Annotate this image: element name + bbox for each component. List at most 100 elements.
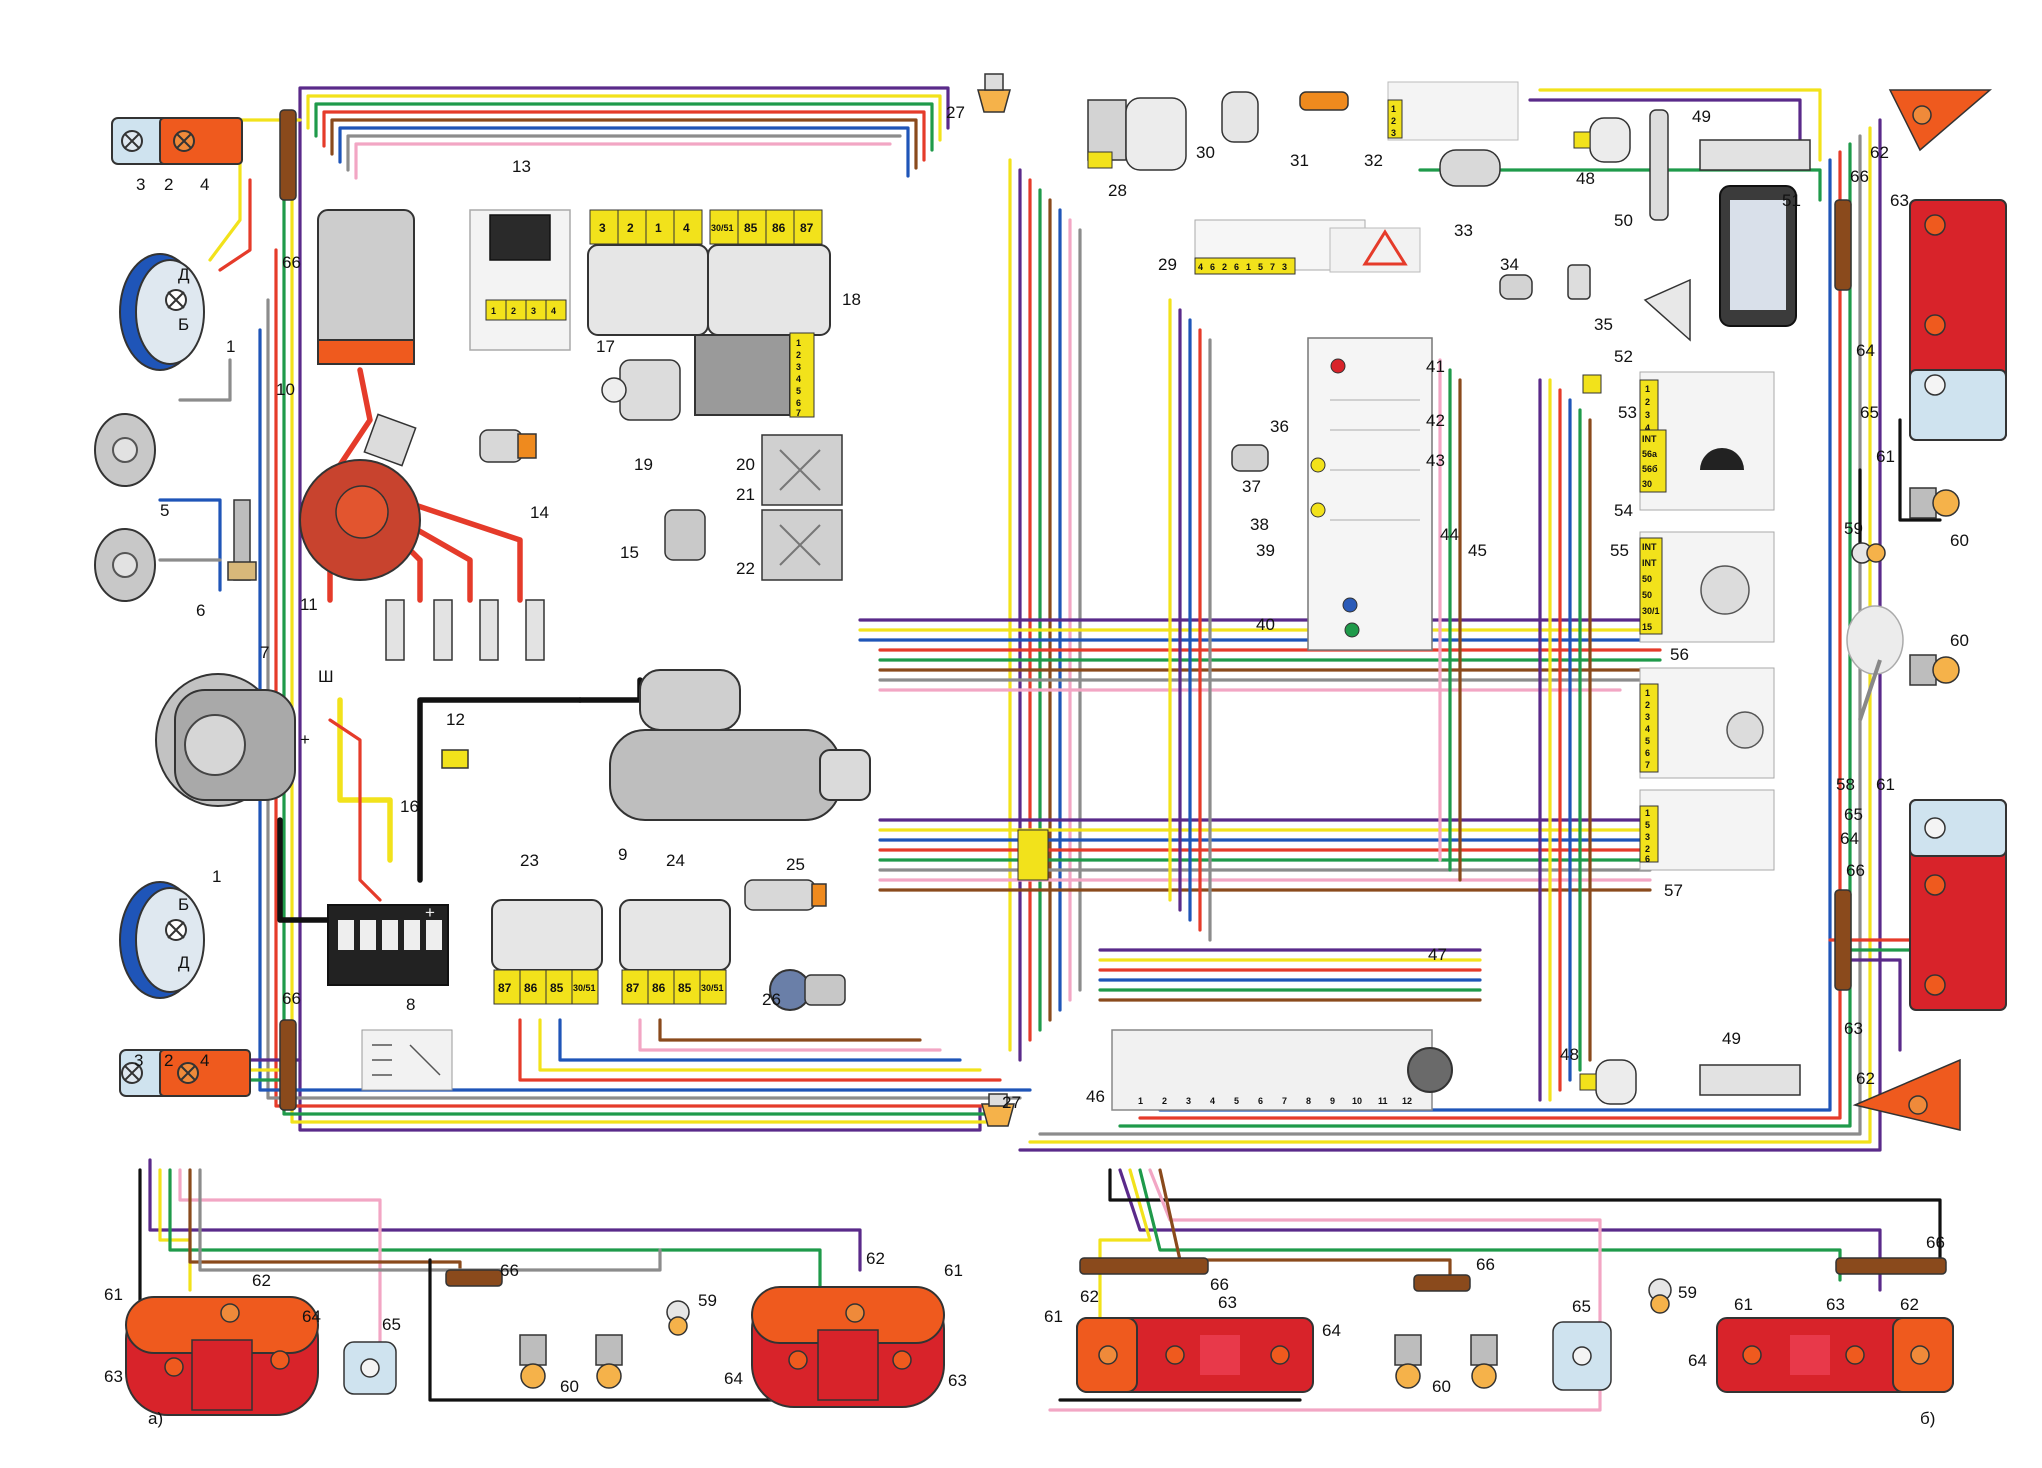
callout-49-top: 49 (1692, 107, 1711, 126)
subdiagram-a-lamps-60 (519, 1334, 623, 1389)
callout-55: 55 (1610, 541, 1629, 560)
headlamp-d-mark: Д (178, 265, 190, 284)
fuse-number-11: 11 (1378, 1096, 1388, 1106)
s29-pin-c: 2 (1222, 262, 1227, 272)
side-repeater-top (977, 73, 1011, 113)
sub-b-callout-64-right: 64 (1688, 1351, 1707, 1370)
sensor-37 (1231, 444, 1269, 472)
beam-lamp (1643, 278, 1691, 342)
callout-45: 45 (1468, 541, 1487, 560)
fuse-number-9: 9 (1330, 1096, 1335, 1106)
oil-pressure-sensor (744, 879, 827, 911)
callout-14: 14 (530, 503, 549, 522)
generator-sh-mark: Ш (318, 667, 334, 686)
r23-pin-30-51: 30/51 (573, 983, 596, 993)
callout-labels: 3 2 4 1 66 5 6 7 8 9 10 11 12 13 14 15 1… (104, 103, 1969, 1428)
relay-23: 87 86 85 30/51 (491, 899, 603, 1005)
r18-pin-87: 87 (800, 221, 814, 235)
plate-lamp-59 (1851, 542, 1886, 564)
callout-65-bottom: 65 (1844, 805, 1863, 824)
fuse-number-8: 8 (1306, 1096, 1311, 1106)
wiper-switch-56: 1 2 3 4 5 6 7 (1639, 667, 1775, 779)
headlight-icon (1700, 448, 1744, 470)
callout-48-bottom: 48 (1560, 1045, 1579, 1064)
c32-pin-1: 1 (1391, 104, 1396, 114)
s55-pin-int1: INT (1642, 542, 1657, 552)
callout-36: 36 (1270, 417, 1289, 436)
callout-47: 47 (1428, 945, 1447, 964)
plate-lamp-top (1699, 139, 1811, 171)
callout-53: 53 (1618, 403, 1637, 422)
subdiagram-a-rear-right-lamp (751, 1286, 945, 1408)
r13-pin-3: 3 (531, 306, 536, 316)
turn-signal-62-bottom (1852, 1058, 1961, 1131)
callout-2-bottom: 2 (164, 1051, 173, 1070)
front-left-side-lamp-bottom (119, 1049, 251, 1097)
s56-pin-4: 4 (1645, 724, 1650, 734)
sub-b-callout-59: 59 (1678, 1283, 1697, 1302)
s56-pin-5: 5 (1645, 736, 1650, 746)
callout-24: 24 (666, 851, 685, 870)
sub-a-callout-64-left: 64 (302, 1307, 321, 1326)
callout-17: 17 (596, 337, 615, 356)
component-33 (1439, 149, 1501, 187)
wiring-harness (158, 86, 1942, 1152)
subdiagram-b-rear-left-lamp (1076, 1317, 1314, 1393)
callout-12: 12 (446, 710, 465, 729)
component-50 (1649, 109, 1669, 221)
callout-51: 51 (1782, 191, 1801, 210)
subdiagram-b-rear-right-lamp (1716, 1317, 1954, 1393)
turn-signal-62-top (1888, 89, 1993, 152)
switch-52-53: 1 2 3 4 INT 56a 56б 30 (1639, 371, 1775, 511)
headlamp-left-top: Д Б (119, 253, 205, 371)
connector-36-38 (1582, 374, 1602, 394)
callout-21: 21 (736, 485, 755, 504)
callout-28: 28 (1108, 181, 1127, 200)
connector-yellow-center (1017, 829, 1049, 881)
sub-a-callout-61-right: 61 (944, 1261, 963, 1280)
s56-pin-2: 2 (1645, 700, 1650, 710)
callout-64-top: 64 (1856, 341, 1875, 360)
callout-1-bottom: 1 (212, 867, 221, 886)
callout-65-top: 65 (1860, 403, 1879, 422)
callout-37: 37 (1242, 477, 1261, 496)
rear-lamp-bottom-right (1909, 799, 2007, 1011)
fuse-number-12: 12 (1402, 1096, 1412, 1106)
subdiagram-b-connectors-66 (1079, 1257, 1947, 1292)
callout-20: 20 (736, 455, 755, 474)
subdiagram-b-reverse-lamp-65 (1552, 1321, 1612, 1391)
commutator: 1 2 3 4 (469, 209, 571, 351)
s29-pin-e: 1 (1246, 262, 1251, 272)
callout-27-top: 27 (946, 103, 965, 122)
callout-29: 29 (1158, 255, 1177, 274)
s52-pin-2: 2 (1645, 397, 1650, 407)
sub-a-callout-63-right: 63 (948, 1371, 967, 1390)
callout-39: 39 (1256, 541, 1275, 560)
rear-lamp-top-right (1909, 199, 2007, 441)
sub-b-callout-64-left: 64 (1322, 1321, 1341, 1340)
s56-pin-6: 6 (1645, 748, 1650, 758)
callout-3-bottom: 3 (134, 1051, 143, 1070)
r17-pin-2: 2 (627, 221, 634, 235)
callout-19: 19 (634, 455, 653, 474)
callout-44: 44 (1440, 525, 1459, 544)
sub-b-callout-62-right: 62 (1900, 1295, 1919, 1314)
callout-5: 5 (160, 501, 169, 520)
sensor-34 (1499, 274, 1533, 300)
r18-pin-86: 86 (772, 221, 786, 235)
generator-plus-mark: + (300, 730, 310, 749)
sub-b-callout-65: 65 (1572, 1297, 1591, 1316)
callout-7: 7 (260, 643, 269, 662)
r20-pin-4: 4 (796, 374, 801, 384)
interior-lamp-top (1573, 117, 1631, 163)
r20-pin-1: 1 (796, 338, 801, 348)
sensor-35 (1567, 264, 1591, 300)
callout-9: 9 (618, 845, 627, 864)
callout-58: 58 (1836, 775, 1855, 794)
callout-61-bottom: 61 (1876, 775, 1895, 794)
callout-62-top: 62 (1870, 143, 1889, 162)
headlamp-b-mark: Б (178, 315, 189, 334)
instrument-cluster (1307, 337, 1433, 651)
callout-23: 23 (520, 851, 539, 870)
callout-16: 16 (400, 797, 419, 816)
